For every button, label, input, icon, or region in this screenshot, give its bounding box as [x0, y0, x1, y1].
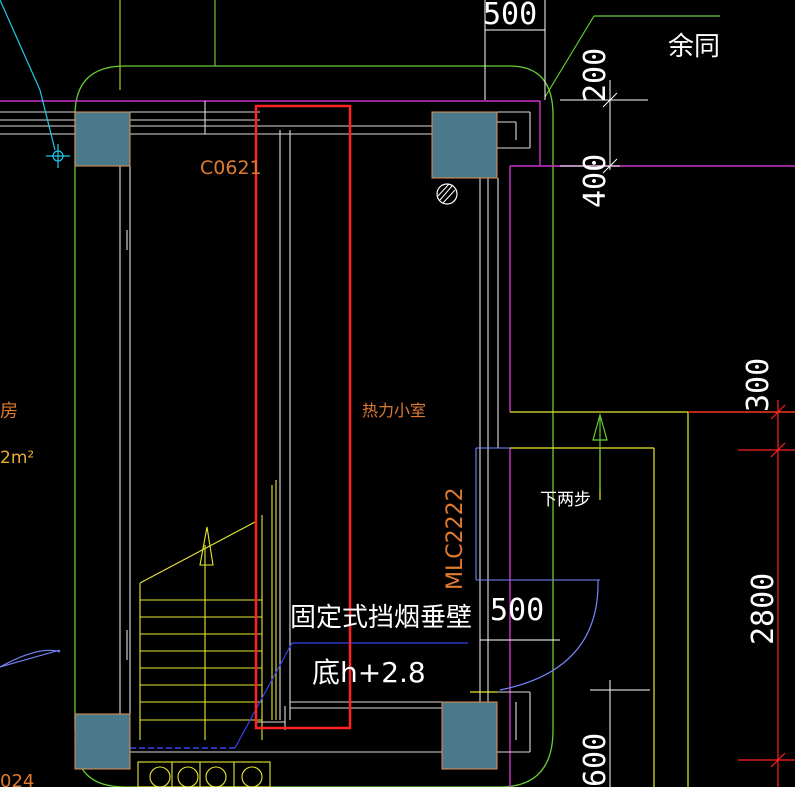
bottom-circles: [137, 761, 271, 787]
dim-500-top: 500: [483, 0, 537, 32]
door-swing-arc: [499, 579, 599, 691]
dim-600: 600: [578, 733, 613, 787]
column-bottom-right: [441, 701, 498, 770]
wall-lines: [0, 101, 531, 753]
top-leader-lines: [544, 15, 720, 98]
dim-200: 200: [578, 48, 613, 102]
door-frame-blue: [0, 447, 600, 668]
bottom-left-code: 024: [0, 771, 34, 787]
column-top-left: [74, 111, 131, 167]
red-dimension-lines: [688, 400, 795, 787]
annotation-bottom-height: 底h+2.8: [312, 656, 426, 689]
structural-columns[interactable]: [74, 111, 498, 770]
dim-500-mid: 500: [490, 593, 544, 628]
up-arrow: [592, 412, 608, 490]
note-remaining-same: 余同: [668, 32, 720, 62]
smoke-barrier-highlight[interactable]: [254, 104, 352, 730]
left-door-arc: [0, 649, 61, 668]
cyan-marker: [0, 0, 70, 168]
stair-note-label: 下两步: [540, 490, 591, 510]
dimension-lines: [480, 0, 650, 787]
dim-300: 300: [741, 358, 776, 412]
dim-400: 400: [578, 154, 613, 208]
column-bottom-left: [74, 713, 131, 770]
stair-treads: [139, 480, 277, 740]
dim-2800: 2800: [746, 573, 781, 645]
annotation-leader: [234, 642, 293, 749]
left-area-label: 2m²: [0, 448, 34, 468]
room-name-label: 热力小室: [362, 401, 426, 420]
door-code-label: MLC2222: [443, 487, 468, 590]
column-top-right: [431, 111, 498, 179]
window-code-label: C0621: [200, 157, 262, 179]
left-room-label: 房: [0, 401, 18, 422]
annotation-smoke-barrier: 固定式挡烟垂壁: [290, 603, 472, 633]
hatched-pipe-symbol: [436, 183, 458, 205]
magenta-lines: [0, 100, 795, 787]
room-outline-green: [74, 65, 554, 787]
